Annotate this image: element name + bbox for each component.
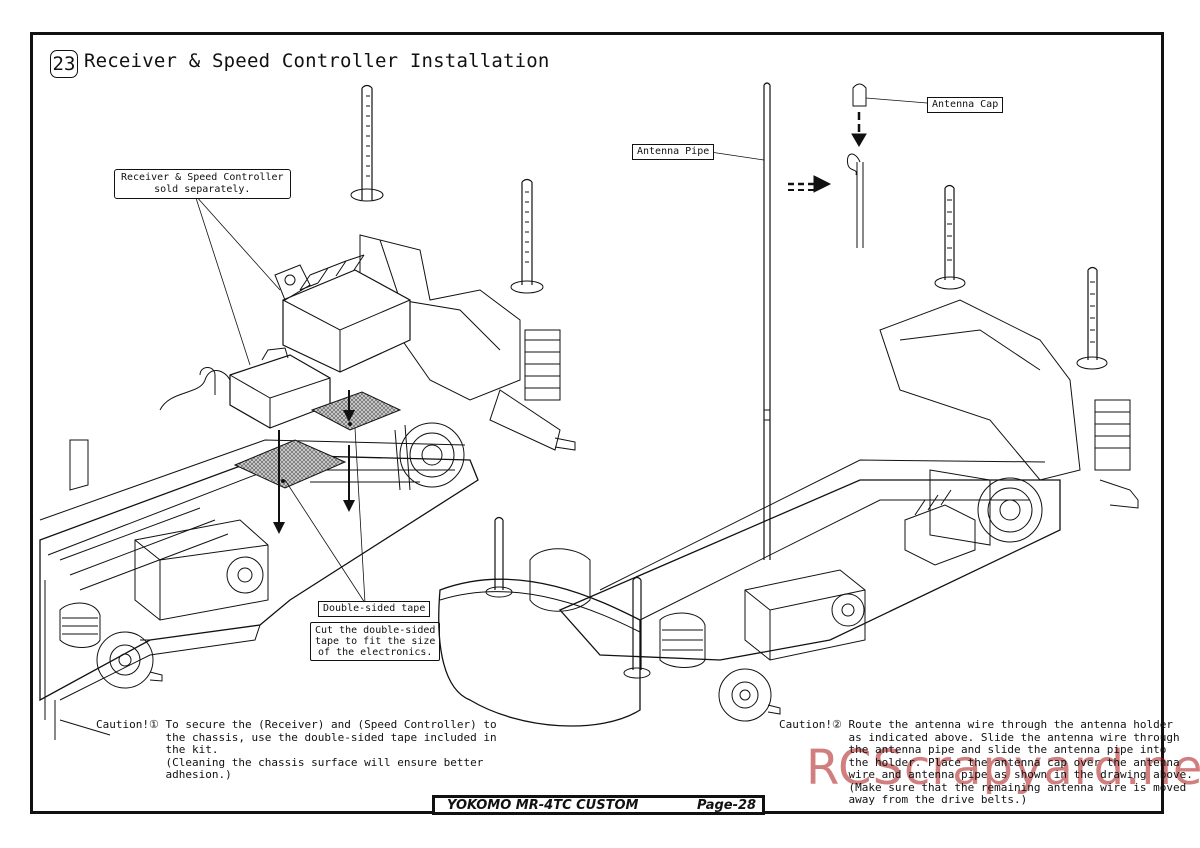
right-chassis-drawing [438, 184, 1139, 727]
caution-2-line: (Make sure that the remaining antenna wi… [848, 780, 1187, 794]
caution-1-line: the chassis, use the double-sided tape i… [165, 730, 497, 744]
caution-1-line: (Cleaning the chassis surface will ensur… [165, 755, 484, 769]
tape-note-line2: tape to fit the size [315, 636, 436, 647]
caution-2-line: away from the drive belts.) [848, 793, 1028, 806]
antenna-pipe-label: Antenna Pipe [632, 144, 715, 160]
caution-note-2: Caution!② Route the antenna wire through… [779, 718, 1193, 807]
install-arrows [273, 390, 355, 534]
caution-2-line: as indicated above. Slide the antenna wi… [848, 730, 1180, 744]
double-sided-tape-label: Double-sided tape [318, 601, 431, 617]
antenna-pipe-drawing [763, 82, 771, 560]
step-number: 23 [50, 50, 78, 78]
assembly-arrows [788, 112, 867, 193]
antenna-cap-label: Antenna Cap [927, 97, 1004, 113]
caution-2-line: the holder. Place the antenna cap over t… [848, 755, 1180, 769]
antenna-cap-drawing [852, 83, 867, 107]
page-footer: YOKOMO MR-4TC CUSTOM Page-28 [432, 795, 765, 815]
caution-1-line: To secure the (Receiver) and (Speed Cont… [165, 718, 497, 731]
caution-1-line: the kit. [165, 743, 219, 756]
speed-controller-drawing [274, 254, 411, 373]
tape-note-line3: of the electronics. [318, 647, 433, 658]
caution-2-line: Route the antenna wire through the anten… [848, 718, 1173, 731]
receiver-note-line2: sold separately. [154, 184, 251, 195]
page-title: Receiver & Speed Controller Installation [84, 50, 550, 72]
caution-2-line: the antenna pipe and slide the antenna p… [848, 743, 1167, 756]
watermark: RCScrapyard.net [806, 740, 1200, 796]
caution-2-body: Route the antenna wire through the anten… [848, 718, 1193, 807]
receiver-note-callout: Receiver & Speed Controller sold separat… [114, 169, 291, 199]
footer-page-number: Page-28 [697, 797, 757, 813]
caution-1-body: To secure the (Receiver) and (Speed Cont… [165, 718, 497, 782]
caution-2-lead: Caution!② [779, 718, 842, 731]
tape-note-callout: Cut the double-sided tape to fit the siz… [310, 622, 441, 661]
tape-note-line1: Cut the double-sided [315, 625, 436, 636]
tape-piece-receiver [233, 439, 347, 489]
antenna-pipe-small [856, 162, 864, 248]
footer-model: YOKOMO MR-4TC CUSTOM [447, 797, 639, 813]
tape-piece-esc [310, 391, 402, 431]
caution-1-lead: Caution!① [96, 718, 159, 731]
receiver-note-line1: Receiver & Speed Controller [121, 172, 284, 183]
receiver-drawing [229, 347, 331, 429]
caution-1-line: adhesion.) [165, 768, 232, 781]
caution-note-1: Caution!① To secure the (Receiver) and (… [96, 718, 497, 782]
left-chassis-drawing [39, 84, 576, 740]
caution-2-line: wire and antenna pipe as shown in the dr… [848, 768, 1193, 781]
